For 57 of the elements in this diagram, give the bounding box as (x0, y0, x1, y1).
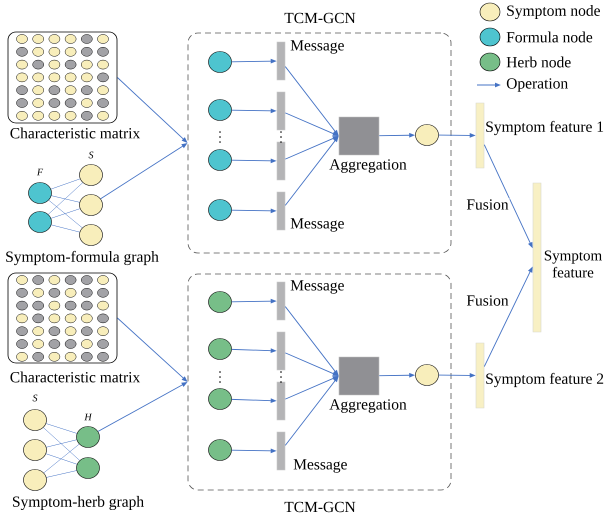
graph-link (44, 444, 80, 474)
node-label: Message (294, 459, 347, 473)
node-circle (208, 149, 232, 171)
node-label: Aggregation (329, 399, 406, 413)
graph-link (48, 200, 82, 228)
message-bar (276, 92, 286, 130)
node-label: H (84, 414, 92, 420)
graph-link (46, 440, 77, 448)
node-circle (415, 364, 439, 386)
node-label: Message (290, 40, 344, 54)
node-label: S (32, 394, 38, 402)
node-label: F (36, 168, 44, 176)
node-circle (208, 99, 232, 121)
edge-label: Fusion (465, 294, 510, 307)
graph-caption: Symptom-formula graph (6, 250, 159, 266)
node-circle (208, 439, 232, 461)
graph-link (48, 182, 83, 215)
caption-text: TCM-GCN (284, 502, 356, 512)
node-circle (76, 457, 100, 479)
node-label: Symptom feature 2 (486, 372, 604, 388)
edge-label: Fusion (465, 198, 510, 211)
node-label: Symptom feature (544, 250, 602, 278)
graph-link (50, 208, 80, 219)
graph-link (46, 423, 78, 434)
node-circle (208, 199, 232, 221)
node-label: Message (290, 280, 344, 294)
legend-text: Herb node (506, 56, 571, 68)
node-circle (208, 291, 232, 313)
node-label: Message (290, 218, 344, 232)
message-bar (276, 332, 286, 370)
node-circle (208, 338, 232, 360)
graph-link (46, 454, 78, 464)
node-circle (23, 469, 47, 491)
graph-link (50, 178, 80, 190)
graph-link (46, 470, 77, 478)
message-bar (276, 142, 286, 180)
legend-text: Symptom node (507, 4, 600, 20)
node-circle (208, 388, 232, 410)
node-circle (79, 224, 103, 246)
caption-text: TCM-GCN (284, 12, 356, 24)
node-circle (415, 124, 439, 146)
graph-link (51, 195, 80, 203)
legend-text: Operation (506, 78, 568, 92)
node-circle (28, 211, 52, 233)
caption-text: Characteristic matrix (10, 128, 140, 138)
node-label: S (88, 152, 94, 158)
caption-text: Characteristic matrix (10, 372, 140, 382)
node-circle (23, 439, 47, 461)
graph-link (43, 427, 80, 461)
message-bar (276, 382, 286, 420)
graph-link (51, 224, 80, 232)
node-label: Aggregation (329, 159, 406, 173)
node-circle (208, 51, 232, 73)
node-circle (79, 194, 103, 216)
legend-text: Formula node (506, 32, 592, 42)
graph-caption: Symptom-herb graph (12, 496, 144, 510)
node-label: Symptom feature 1 (486, 120, 604, 136)
